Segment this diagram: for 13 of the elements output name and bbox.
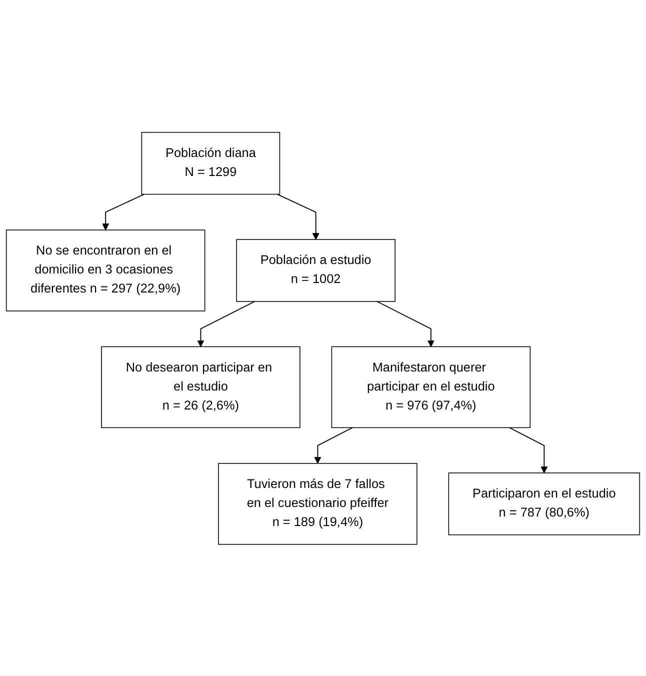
node-box: Participaron en el estudio n = 787 (80,6%) <box>448 472 640 535</box>
arrow <box>314 426 353 464</box>
arrow <box>276 193 320 240</box>
arrow <box>376 300 434 347</box>
node-box: Población a estudio n = 1002 <box>236 238 396 302</box>
node-box: Población diana N = 1299 <box>141 132 280 194</box>
arrow <box>197 300 256 347</box>
arrow <box>102 193 145 230</box>
node-box: Manifestaron querer participar en el estudio n = 976 (97,4%) <box>331 346 531 428</box>
node-box: No se encontraron en el domicilio en 3 ocasiones diferentes n = 297 (22,9%) <box>6 229 206 311</box>
node-box: No desearon participar en el estudio n = 26 (2,6%) <box>101 346 300 428</box>
node-box: Tuvieron más de 7 fallos en el cuestionario pfeiffer n = 189 (19,4%) <box>218 462 418 544</box>
arrow <box>509 426 548 473</box>
